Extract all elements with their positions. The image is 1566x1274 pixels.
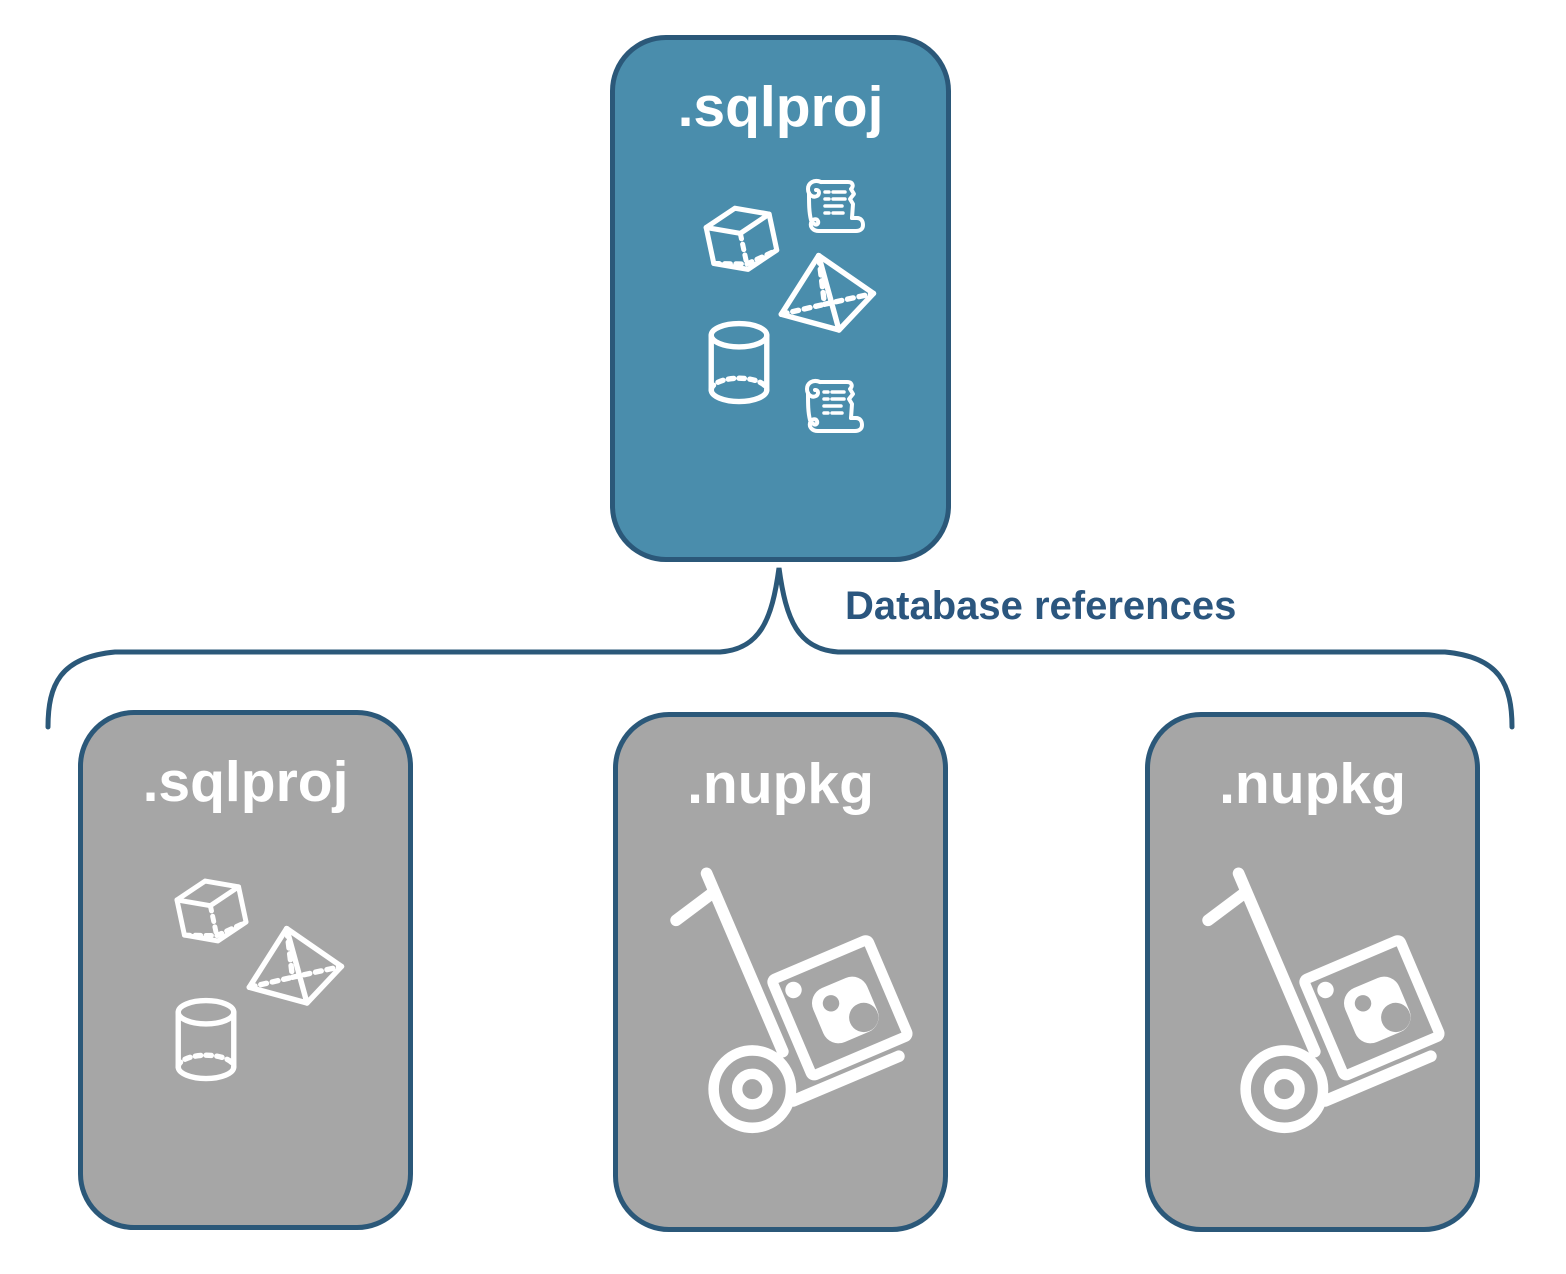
node-sqlproj-root: .sqlproj	[610, 35, 951, 562]
node-title: .sqlproj	[677, 75, 884, 139]
node-title: .nupkg	[687, 752, 874, 816]
cube-icon	[697, 200, 789, 292]
script-scroll-icon	[800, 374, 864, 438]
pyramid-icon	[773, 248, 881, 340]
cylinder-icon	[703, 320, 775, 406]
node-sqlproj-child: .sqlproj	[78, 710, 413, 1230]
node-title: .sqlproj	[142, 750, 349, 814]
connector-label: Database references	[845, 584, 1237, 628]
brace-connector	[45, 567, 1515, 730]
cylinder-icon	[170, 997, 242, 1083]
nuget-dolly-icon	[1194, 857, 1452, 1136]
node-nupkg-child: .nupkg	[1145, 712, 1480, 1232]
script-scroll-icon	[801, 174, 865, 238]
nuget-dolly-icon	[662, 857, 920, 1136]
node-title: .nupkg	[1219, 752, 1406, 816]
cube-icon	[168, 873, 258, 963]
pyramid-icon	[241, 920, 349, 1014]
node-nupkg-child: .nupkg	[613, 712, 948, 1232]
